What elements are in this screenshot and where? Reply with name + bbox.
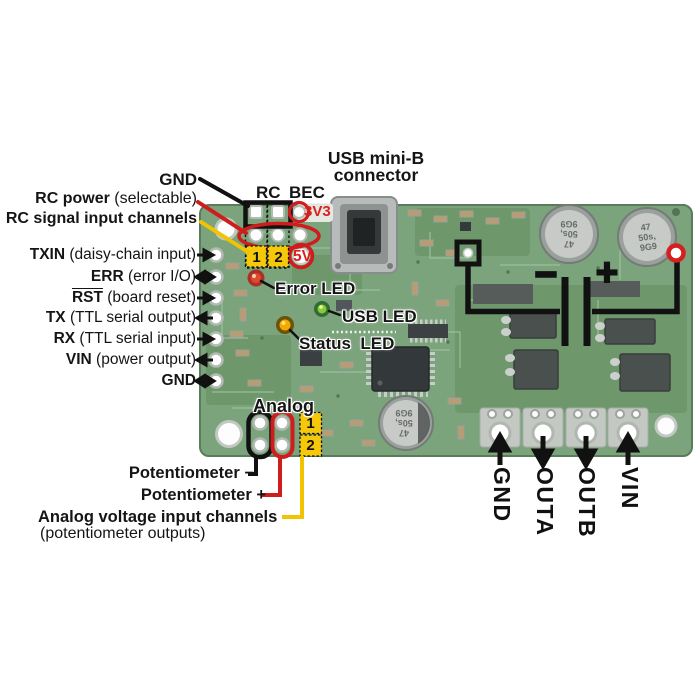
usb-led [314,301,330,317]
bec-5v-ring [287,242,315,270]
error-led-label: Error LED [275,279,356,298]
power-pad-arrows [487,430,641,471]
usb-connector [330,196,398,274]
pointer-lines-bottom [248,456,304,519]
led-pointer-lines [259,279,342,341]
svg-text:47: 47 [564,239,574,249]
bec-3v3-ring [287,200,311,224]
battery-plus-symbol: + [596,252,618,294]
usb-led-label: USB LED [342,307,417,326]
smd-components [225,209,526,447]
error-led [247,269,265,287]
analog-channel-1: 1 [306,415,315,432]
bec-3v3-label: 3V3 [304,203,331,220]
svg-text:9G9: 9G9 [395,408,412,418]
usb-label-line2: connector [333,164,419,185]
pad-label-outb: OUTB [573,467,600,539]
analog-channel-2: 2 [306,437,315,454]
pin-label-rx: RX (TTL serial input) [53,330,196,347]
battery-minus-symbol: − [535,254,557,296]
mosfets [473,281,671,392]
rc-signal-label: RC signal input channels [5,210,197,227]
svg-text:50s,: 50s, [638,231,657,243]
pin-label-txin: TXIN (daisy-chain input) [29,246,196,263]
svg-text:9G9: 9G9 [639,241,657,253]
analog-outlines [246,409,323,460]
rc-header-pins [248,203,333,265]
pot-outputs-label: (potentiometer outputs) [40,525,206,542]
pad-label-outa: OUTA [531,467,558,537]
pad-label-gnd: GND [488,467,515,523]
pot-plus-label: Potentiometer + [140,486,266,504]
rc-power-label: RC power (selectable) [35,190,197,207]
battery-symbol: − + [454,239,686,346]
analog-header-label: Analog [253,396,314,416]
svg-text:47: 47 [399,428,409,438]
svg-text:50s,: 50s, [395,418,413,428]
rc-channel-boxes [245,245,290,268]
rc-channel-2: 2 [274,249,283,266]
usb-label-line1: USB mini-B [327,148,425,168]
svg-text:47: 47 [640,221,651,232]
pad-label-vin: VIN [616,467,643,510]
status-led-label: Status LED [299,334,395,353]
bec-5v-label: 5V [293,248,312,265]
bec-header-label: BEC [289,183,325,202]
rc-channel-1: 1 [252,249,261,266]
svg-text:50s,: 50s, [560,229,578,239]
pin-label-rst: RST (board reset) [71,289,196,306]
rc-header-label: RC [256,183,281,202]
usb-connector-label: USB mini-B connector [296,150,456,183]
power-pads [479,407,649,448]
pin-label-tx: TX (TTL serial output) [45,309,196,326]
pointer-lines-top [196,177,250,254]
svg-text:9G9: 9G9 [560,219,577,229]
analog-header-pins [252,415,290,453]
ssop-chip [408,319,448,343]
pin-label-gnd: GND [161,372,196,389]
left-pin-arrows [193,247,217,389]
pot-minus-label: Potentiometer − [128,464,254,482]
vin-via-ring [666,243,686,263]
mcu-chip [366,346,435,397]
pcb-vias [260,208,680,398]
analog-channels-label: Analog voltage input channels [38,508,278,526]
pin-label-vin: VIN (power output) [65,351,196,368]
pin-label-err: ERR (error I/O) [90,268,196,285]
gnd-top-label: GND [159,170,197,189]
